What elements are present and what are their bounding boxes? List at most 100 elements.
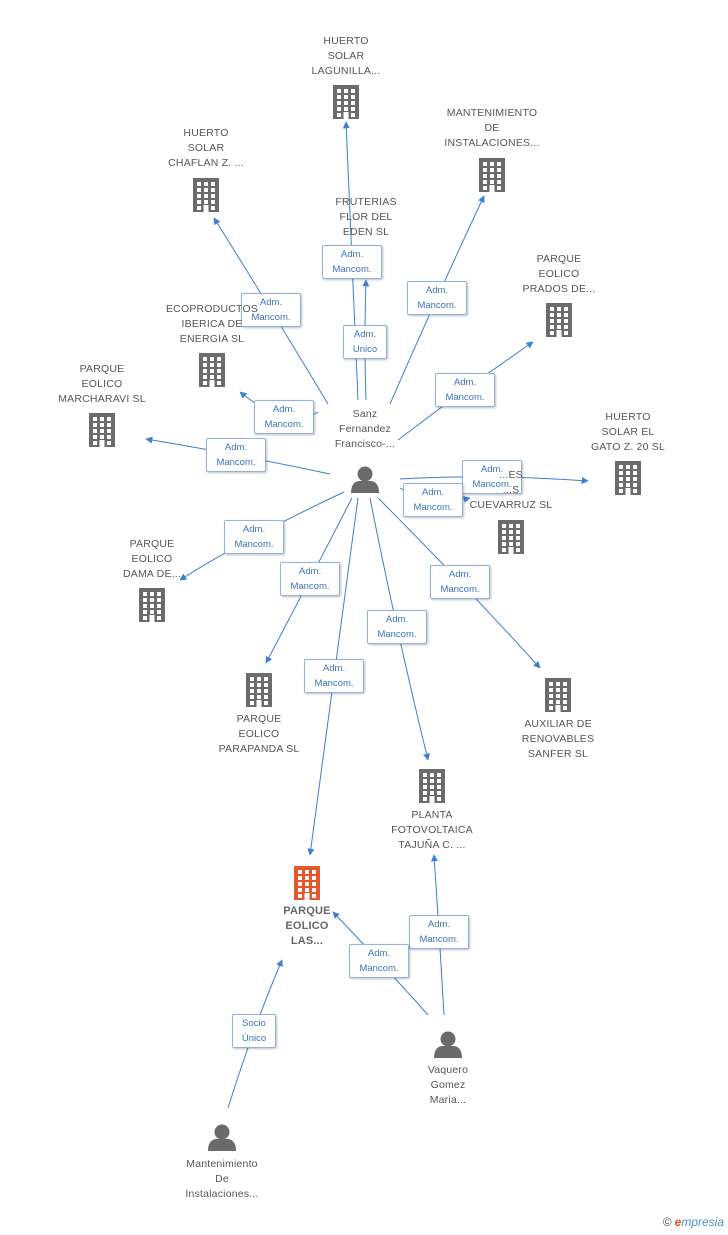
- node-label-line: RENOVABLES: [521, 733, 595, 745]
- copyright-symbol: ©: [662, 1215, 672, 1229]
- edge-label-line: Mancom.: [419, 934, 459, 945]
- edge-label-line: Adm.: [425, 285, 449, 296]
- edge-label-line: Unico: [352, 344, 378, 355]
- edge-label[interactable]: Adm.Mancom.: [349, 944, 409, 978]
- edge-label-line: Adm.: [367, 948, 391, 959]
- edge-label-line: Mancom.: [216, 457, 256, 468]
- edge-label[interactable]: Adm. Mancom.: [409, 915, 469, 949]
- edge-label-line: Adm.: [453, 377, 477, 388]
- node-label-line: SOLAR: [187, 142, 225, 154]
- edge-label-line: Adm.: [242, 524, 266, 535]
- node-label-line: EDEN SL: [342, 226, 390, 238]
- node-label-huerto-gato[interactable]: HUERTO SOLAR EL GATO Z. 20 SL: [563, 410, 693, 455]
- node-label-line: FRUTERIAS: [335, 196, 397, 208]
- building-icon[interactable]: [294, 866, 320, 900]
- edge-label[interactable]: Adm.Mancom.: [367, 610, 427, 644]
- edge-label[interactable]: Adm.Mancom.: [430, 565, 490, 599]
- edge-label-line: Mancom.: [445, 392, 485, 403]
- node-label-line: Instalaciones...: [185, 1188, 259, 1200]
- node-label-line: FLOR DEL: [339, 211, 393, 223]
- building-icon[interactable]: [479, 158, 505, 192]
- node-label-parque-parapanda[interactable]: PARQUE EOLICO PARAPANDA SL: [194, 712, 324, 757]
- building-icon[interactable]: [615, 461, 641, 495]
- node-label-line: Francisco-...: [334, 438, 396, 450]
- edge-label[interactable]: Adm. Mancom.: [407, 281, 467, 315]
- node-label-line: PARQUE: [79, 363, 125, 375]
- person-icon[interactable]: [351, 466, 379, 494]
- node-label-line: HUERTO: [183, 127, 229, 139]
- node-label-line: De: [215, 1173, 229, 1185]
- node-label-line: PARQUE: [236, 713, 282, 725]
- edge-label[interactable]: Adm.Mancom.: [322, 245, 382, 279]
- edge-label-line: Mancom.: [290, 581, 330, 592]
- node-label-line: EOLICO: [238, 728, 280, 740]
- building-icon[interactable]: [545, 678, 571, 712]
- node-label-line: PARAPANDA SL: [218, 743, 300, 755]
- building-icon[interactable]: [333, 85, 359, 119]
- person-icon[interactable]: [208, 1124, 236, 1152]
- edge-label-line: Adm.: [340, 249, 364, 260]
- building-icon[interactable]: [498, 520, 524, 554]
- node-label-line: Mantenimiento: [186, 1158, 258, 1170]
- node-label-line: PLANTA: [411, 809, 453, 821]
- edge-label-line: Adm.: [480, 464, 504, 475]
- edge-label[interactable]: Adm.Mancom.: [241, 293, 301, 327]
- node-label-planta-tajuna[interactable]: PLANTA FOTOVOLTAICA TAJUÑA C. ...: [367, 808, 497, 853]
- edge-label-line: Adm.: [421, 487, 445, 498]
- edge-label-line: Adm.: [353, 329, 377, 340]
- node-label-line: TAJUÑA C. ...: [398, 839, 466, 851]
- edge-label-line: Mancom.: [417, 300, 457, 311]
- edge-label[interactable]: Adm.Mancom.: [224, 520, 284, 554]
- building-icon[interactable]: [89, 413, 115, 447]
- node-label-line: HUERTO: [605, 411, 651, 423]
- node-label-line: Sanz: [352, 408, 378, 420]
- edge-label-line: Mancom.: [314, 678, 354, 689]
- edge-label-line: Mancom.: [377, 629, 417, 640]
- building-icon[interactable]: [193, 178, 219, 212]
- brand-initial: e: [674, 1215, 682, 1229]
- edge-label-line: Adm.: [427, 919, 451, 930]
- node-label-line: FOTOVOLTAICA: [391, 824, 473, 836]
- building-icon[interactable]: [139, 588, 165, 622]
- edge-label-line: Mancom.: [264, 419, 304, 430]
- node-label-line: GATO Z. 20 SL: [591, 441, 665, 453]
- edge-label[interactable]: Adm. Mancom.: [462, 460, 522, 494]
- edge-label[interactable]: Adm. Mancom.: [435, 373, 495, 407]
- building-icon[interactable]: [246, 673, 272, 707]
- node-label-line: INSTALACIONES...: [444, 137, 540, 149]
- edge-label[interactable]: Adm.Mancom.: [304, 659, 364, 693]
- building-icon[interactable]: [199, 353, 225, 387]
- edge-label-line: Mancom.: [472, 479, 512, 490]
- edge-label-line: Adm.: [298, 566, 322, 577]
- edge-label-line: Único: [241, 1033, 267, 1044]
- building-icon[interactable]: [546, 303, 572, 337]
- node-label-line: EOLICO: [131, 553, 173, 565]
- node-label-line: EOLICO: [81, 378, 123, 390]
- node-label-line: ...S: [502, 484, 520, 496]
- node-label-line: SANFER SL: [527, 748, 589, 760]
- node-label-line: SOLAR EL: [601, 426, 655, 438]
- person-icon[interactable]: [434, 1031, 462, 1059]
- edge-label[interactable]: Adm. Unico: [343, 325, 387, 359]
- node-label-line: DAMA DE...: [122, 568, 181, 580]
- edge-label[interactable]: Adm. Mancom.: [280, 562, 340, 596]
- edge-label[interactable]: Adm.Mancom.: [206, 438, 266, 472]
- edge-label[interactable]: Adm.Mancom.: [254, 400, 314, 434]
- building-icon[interactable]: [419, 769, 445, 803]
- node-label-fruterias[interactable]: FRUTERIAS FLOR DEL EDEN SL: [301, 195, 431, 240]
- edge-label[interactable]: Adm.Mancom.: [403, 483, 463, 517]
